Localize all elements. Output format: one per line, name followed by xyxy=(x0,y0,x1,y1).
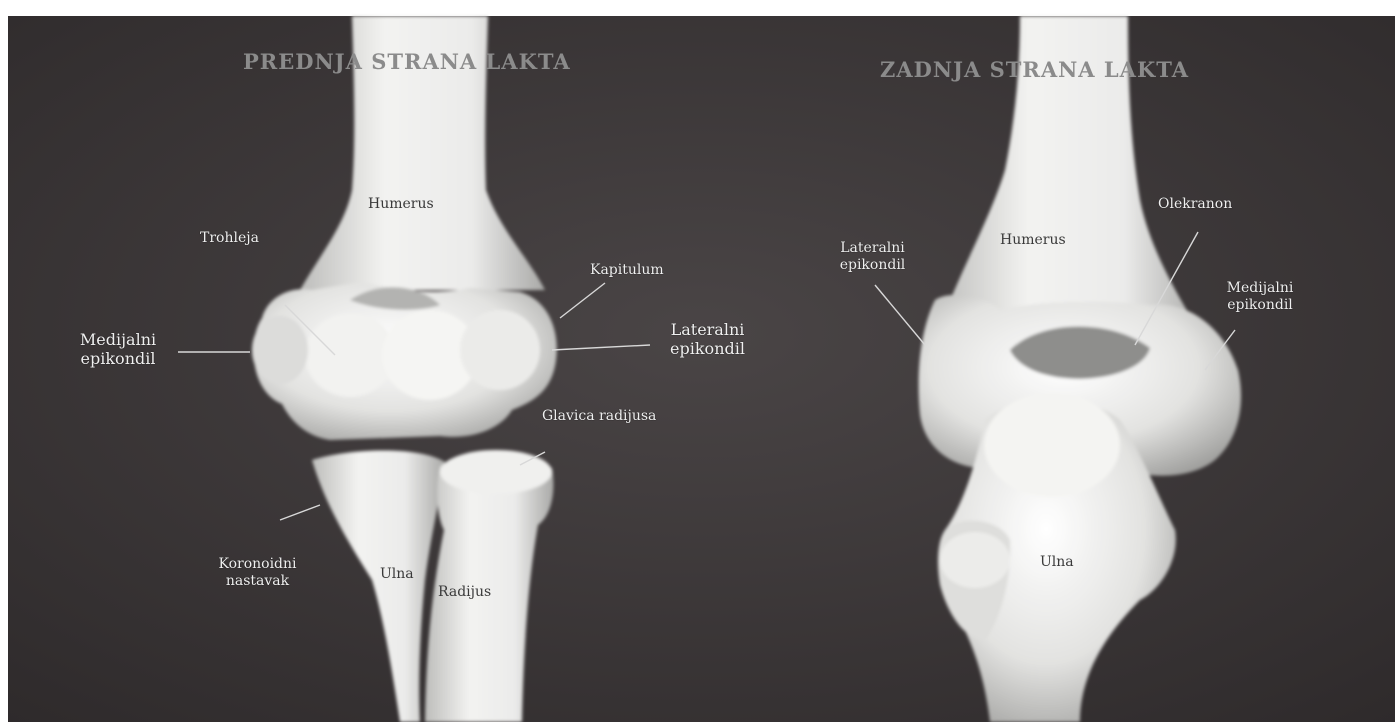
label-medijalni-epikondil-back: Medijalni epikondil xyxy=(1205,280,1315,314)
label-koronoidni-line2: nastavak xyxy=(195,573,320,590)
front-view-title: PREDNJA STRANA LAKTA xyxy=(243,52,571,71)
label-ulna-front: Ulna xyxy=(380,566,414,583)
label-koronoidni-line1: Koronoidni xyxy=(195,556,320,573)
label-lateralni-back-line2: epikondil xyxy=(815,257,930,274)
label-lateralni-line1: Lateralni xyxy=(645,320,770,339)
label-lateralni-epikondil-front: Lateralni epikondil xyxy=(645,320,770,358)
label-medijalni-line1: Medijalni xyxy=(58,330,178,349)
label-ulna-back: Ulna xyxy=(1040,554,1074,571)
label-medijalni-epikondil-front: Medijalni epikondil xyxy=(58,330,178,368)
label-lateralni-line2: epikondil xyxy=(645,339,770,358)
label-kapitulum: Kapitulum xyxy=(590,262,664,279)
label-lateralni-back-line1: Lateralni xyxy=(815,240,930,257)
label-medijalni-back-line2: epikondil xyxy=(1205,297,1315,314)
label-olekranon: Olekranon xyxy=(1158,196,1232,213)
label-glavica-radijusa: Glavica radijusa xyxy=(542,408,656,425)
label-medijalni-back-line1: Medijalni xyxy=(1205,280,1315,297)
label-humerus-back: Humerus xyxy=(1000,232,1066,249)
label-lateralni-epikondil-back: Lateralni epikondil xyxy=(815,240,930,274)
label-radijus: Radijus xyxy=(438,584,491,601)
label-koronoidni-nastavak: Koronoidni nastavak xyxy=(195,556,320,590)
label-humerus-front: Humerus xyxy=(368,196,434,213)
label-medijalni-line2: epikondil xyxy=(58,349,178,368)
back-view-title: ZADNJA STRANA LAKTA xyxy=(880,60,1189,79)
label-trohleja: Trohleja xyxy=(200,230,259,247)
